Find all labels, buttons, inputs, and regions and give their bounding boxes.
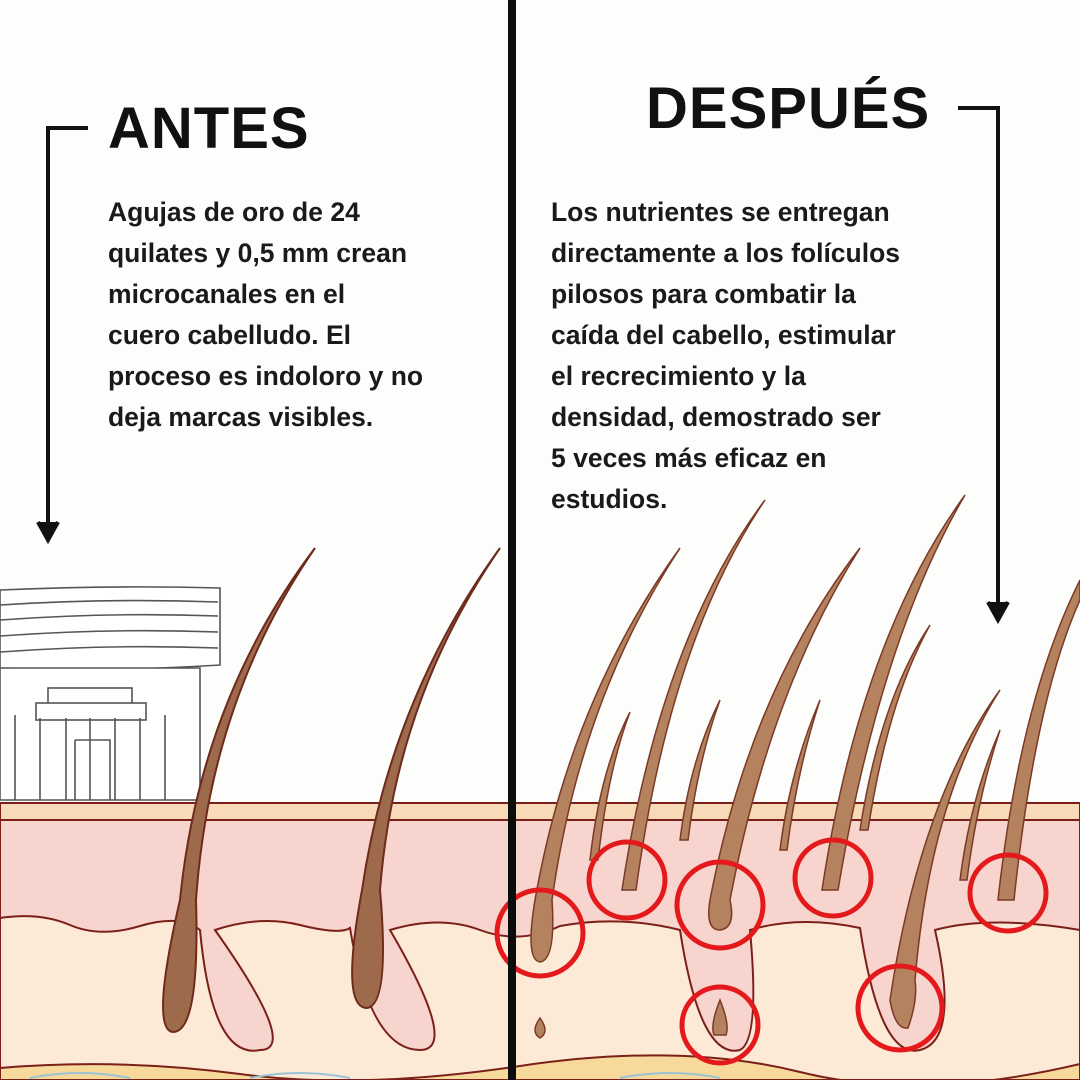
text-line: pilosos para combatir la — [551, 279, 856, 309]
text-line: quilates y 0,5 mm crean — [108, 238, 408, 268]
arrow-down-icon — [36, 126, 88, 545]
divider — [508, 0, 516, 1080]
after-title: DESPUÉS — [646, 76, 931, 141]
text-line: densidad, demostrado ser — [551, 402, 881, 432]
arrow-down-icon — [958, 106, 1010, 625]
highlight-circle-icon — [494, 837, 1049, 1066]
text-line: estudios. — [551, 484, 668, 514]
microneedle-device-icon — [0, 586, 221, 801]
text-line: Los nutrientes se entregan — [551, 197, 890, 227]
after-description: Los nutrientes se entregan directamente … — [551, 192, 900, 520]
text-line: proceso es indoloro y no — [108, 361, 424, 391]
text-line: microcanales en el — [108, 279, 346, 309]
text-line: 5 veces más eficaz en — [551, 443, 827, 473]
text-line: Agujas de oro de 24 — [108, 197, 360, 227]
text-line: el recrecimiento y la — [551, 361, 806, 391]
text-line: caída del cabello, estimular — [551, 320, 896, 350]
before-description: Agujas de oro de 24 quilates y 0,5 mm cr… — [108, 192, 423, 438]
text-line: directamente a los folículos — [551, 238, 901, 268]
before-title: ANTES — [108, 96, 310, 161]
text-line: cuero cabelludo. El — [108, 320, 351, 350]
hair-follicle-icon — [162, 547, 501, 1034]
text-line: deja marcas visibles. — [108, 402, 374, 432]
hair-follicle-icon — [530, 494, 1080, 1039]
